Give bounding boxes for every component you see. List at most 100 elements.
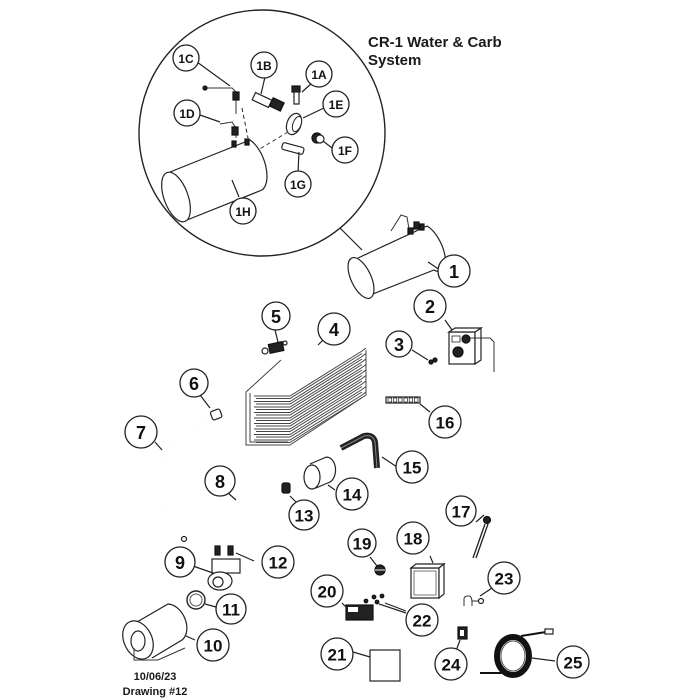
callout-circle (284, 170, 312, 198)
callout-circle (261, 545, 295, 579)
coil-loop-inner (256, 386, 363, 432)
callout-circle (445, 495, 477, 527)
callout-label: 1F (338, 144, 352, 158)
part-12-fittings (214, 545, 255, 562)
coil-loop (254, 358, 367, 408)
callout-label: 4 (329, 320, 339, 340)
callout-label: 1D (179, 107, 195, 121)
callout-17: 17 (445, 495, 477, 527)
callout-label: 1G (290, 178, 306, 192)
callout-circle (395, 450, 429, 484)
part-8-elbow (227, 490, 263, 525)
callout-label: 9 (175, 553, 185, 573)
callout-label: 25 (564, 654, 583, 673)
callout-3: 3 (385, 330, 413, 358)
callout-6: 6 (179, 368, 209, 398)
callout-label: 23 (495, 570, 514, 589)
callout-16: 16 (428, 405, 462, 439)
coil-loop (254, 380, 367, 430)
callout-label: 22 (413, 612, 432, 631)
callout-9: 9 (164, 546, 196, 578)
callout-circle (331, 136, 359, 164)
callout-1B: 1B (250, 51, 278, 79)
coil-loop (254, 391, 367, 441)
callout-14: 14 (335, 477, 369, 511)
callout-circle (179, 368, 209, 398)
callout-15: 15 (395, 450, 429, 484)
callout-label: 17 (452, 503, 471, 522)
callout-circle (288, 499, 320, 531)
callout-circle (335, 477, 369, 511)
callout-circle (250, 51, 278, 79)
part-23-clip (463, 587, 493, 606)
callout-circle (173, 99, 201, 127)
part-1C-tube (202, 85, 249, 139)
coil-loop (254, 375, 367, 424)
detail-leader (339, 227, 363, 251)
diagram-title: CR-1 Water & Carb System (368, 34, 502, 70)
drawing-footer: 10/06/23 Drawing #12 (100, 670, 210, 700)
title-line-2: System (368, 52, 422, 69)
callout-label: 10 (204, 637, 223, 656)
part-25-coiled-tubing (480, 628, 556, 678)
callout-label: 1A (311, 68, 327, 82)
part-21-cover-plate (352, 649, 401, 682)
callout-1F: 1F (331, 136, 359, 164)
callout-13: 13 (288, 499, 320, 531)
callout-label: 11 (222, 601, 240, 620)
callout-label: 14 (343, 486, 362, 505)
manifold-port (414, 397, 419, 403)
callout-label: 6 (189, 374, 199, 394)
callout-circle (164, 546, 196, 578)
callout-label: 24 (442, 656, 461, 675)
callout-23: 23 (487, 561, 521, 595)
callout-8: 8 (204, 465, 236, 497)
callout-circle (310, 574, 344, 608)
callout-circle (396, 521, 430, 555)
callout-1E: 1E (322, 90, 350, 118)
callout-1H: 1H (229, 197, 257, 225)
callout-circle (172, 44, 200, 72)
callout-circle (305, 60, 333, 88)
drawing-number: Drawing #12 (122, 686, 188, 698)
coil-loop (254, 347, 367, 397)
drawing-date: 10/06/23 (133, 671, 177, 683)
part-13-fitting (281, 482, 298, 504)
leader-1G (297, 151, 300, 173)
callout-circle (428, 405, 462, 439)
callout-circle (317, 312, 351, 346)
callout-1G: 1G (284, 170, 312, 198)
callout-circle (320, 637, 354, 671)
leader-1H (231, 179, 240, 198)
part-7-tube (154, 419, 208, 543)
coil-loop-inner (256, 391, 363, 438)
callout-20: 20 (310, 574, 344, 608)
part-2-control-box (444, 319, 495, 372)
callout-1C: 1C (172, 44, 200, 72)
manifold-port (398, 397, 403, 403)
part-14-filter (303, 456, 337, 491)
manifold-port (387, 397, 392, 403)
callout-circle (215, 593, 247, 625)
part-5-valve (261, 329, 288, 355)
leader-1C (196, 61, 231, 87)
callout-circle (405, 603, 439, 637)
callout-21: 21 (320, 637, 354, 671)
callout-label: 1C (178, 52, 194, 66)
part-9-pump-head (192, 558, 241, 591)
part-18-junction-box (409, 555, 446, 600)
coil-loop-inner (256, 397, 363, 443)
coil-loop-inner (256, 358, 363, 405)
title-line-1: CR-1 Water & Carb (368, 34, 502, 51)
callout-1A: 1A (305, 60, 333, 88)
callout-circle (413, 289, 447, 323)
coil-loop (254, 353, 367, 402)
part-1A-valve (291, 85, 301, 105)
callout-1D: 1D (173, 99, 201, 127)
coil-loop (254, 369, 367, 419)
part-1B-fitting (251, 91, 285, 112)
callout-19: 19 (347, 528, 377, 558)
part-1D-elbow (219, 121, 239, 138)
